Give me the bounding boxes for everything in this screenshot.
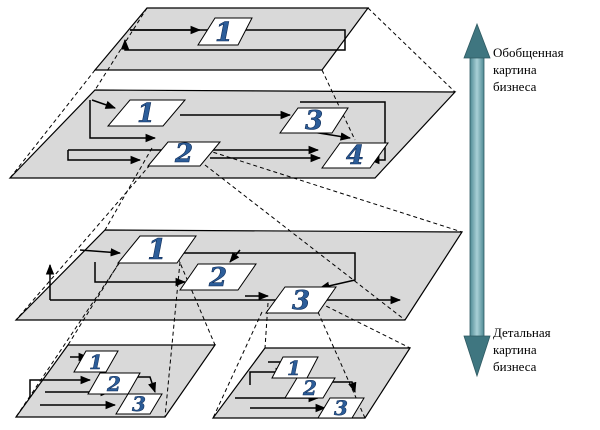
- card-second-2-digit: 2: [174, 139, 193, 169]
- card-third-1: 1: [116, 233, 197, 266]
- card-top-1: 1: [197, 17, 253, 48]
- card-bottom-right-2-digit: 2: [302, 376, 317, 400]
- abstraction-scale-arrow: [463, 22, 491, 378]
- card-second-2: 2: [146, 139, 222, 169]
- card-second-3-digit: 3: [305, 106, 323, 136]
- card-second-1-digit: 1: [137, 99, 155, 129]
- card-bottom-right-3: 3: [317, 396, 365, 420]
- projection-lines: [9, 7, 463, 419]
- card-top-1-digit: 1: [215, 18, 233, 48]
- card-third-2: 2: [179, 263, 257, 293]
- card-bottom-right-1: 1: [271, 356, 319, 380]
- caption-generalized-line-2: картина: [493, 62, 537, 77]
- card-bottom-right-2: 2: [284, 376, 336, 400]
- card-bottom-left-3: 3: [115, 392, 163, 416]
- caption-detailed: Детальная картина бизнеса: [493, 324, 551, 375]
- caption-detailed-line-1: Детальная: [493, 325, 551, 340]
- card-third-2-digit: 2: [208, 263, 227, 293]
- caption-generalized-line-3: бизнеса: [493, 79, 537, 94]
- card-bottom-left-2: 2: [87, 372, 141, 396]
- card-bottom-left-1: 1: [73, 350, 119, 374]
- card-second-1: 1: [106, 99, 187, 129]
- arrow-head-up: [463, 22, 491, 59]
- card-third-1-digit: 1: [147, 233, 166, 266]
- caption-generalized-line-1: Обобщенная: [493, 45, 564, 60]
- card-bottom-right-3-digit: 3: [334, 396, 348, 420]
- card-third-3: 3: [265, 286, 337, 316]
- card-bottom-left-2-digit: 2: [106, 372, 121, 396]
- card-bottom-left-1-digit: 1: [89, 350, 103, 374]
- card-second-3: 3: [279, 106, 349, 136]
- card-second-4-digit: 4: [346, 141, 364, 171]
- card-third-3-digit: 3: [292, 286, 310, 316]
- plane-level-second: [8, 89, 457, 179]
- card-bottom-right-1-digit: 1: [287, 356, 301, 380]
- card-second-4: 4: [321, 141, 389, 171]
- caption-detailed-line-2: картина: [493, 342, 537, 357]
- card-bottom-left-3-digit: 3: [132, 392, 146, 416]
- arrow-head-down: [463, 335, 491, 378]
- caption-generalized: Обобщенная картина бизнеса: [493, 44, 564, 95]
- caption-detailed-line-3: бизнеса: [493, 359, 537, 374]
